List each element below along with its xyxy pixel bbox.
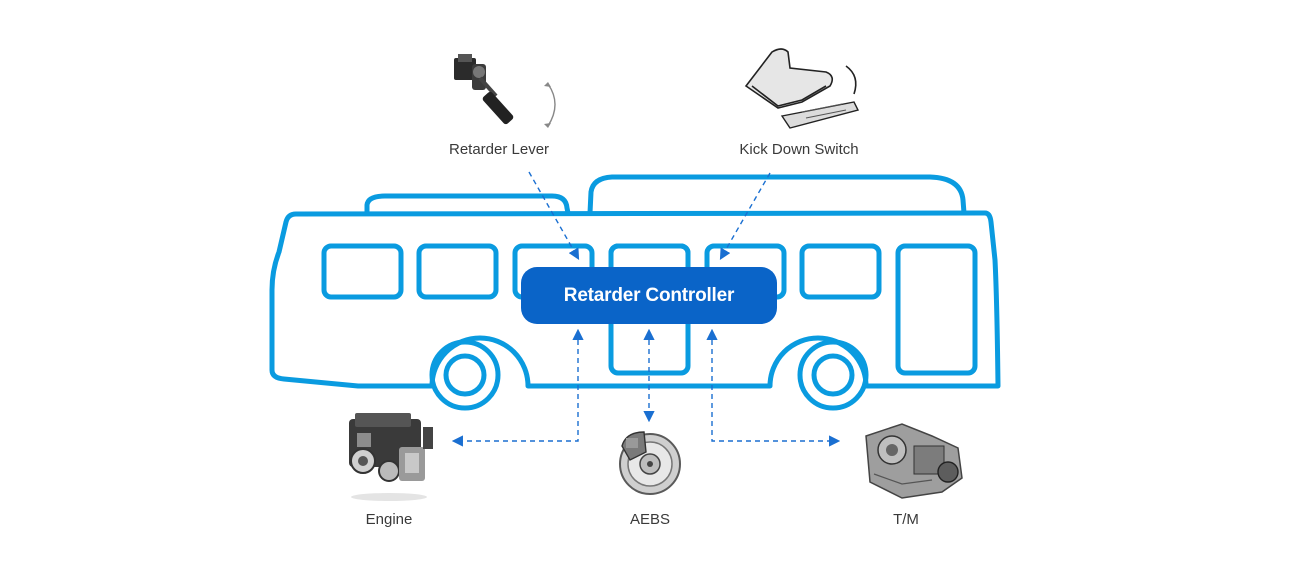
tm-label: T/M [893,511,919,528]
aebs-label: AEBS [629,511,671,528]
retarder-lever-icon [454,54,556,128]
arrow-controller-tm [706,328,841,447]
bus-rear-wheel-inner [811,353,855,397]
arrow-lever-to-controller [528,171,580,260]
bus-window-1 [321,243,404,300]
bus-roof-front [364,193,571,214]
arrow-controller-engine [451,328,584,447]
kick-down-switch-label: Kick Down Switch [739,141,859,158]
pedal-foot-icon [744,48,860,129]
transmission-icon [865,423,963,499]
arrow-kickdown-to-controller [719,172,771,260]
bus-window-2 [416,243,499,300]
retarder-controller-box: Retarder Controller [521,267,777,324]
signal-arrows [451,171,841,447]
retarder-controller-label: Retarder Controller [563,284,735,306]
bus-rear-door [895,243,978,376]
bus-window-6 [799,243,882,300]
bus-front-wheel-outer [429,339,501,411]
retarder-lever-label: Retarder Lever [449,141,550,158]
bus-roof-rear [587,174,967,214]
engine-label: Engine [365,511,413,528]
bus-front-wheel-inner [443,353,487,397]
bus-rear-wheel-outer [797,339,869,411]
brake-disc-icon [619,431,681,495]
engine-icon [349,413,433,501]
